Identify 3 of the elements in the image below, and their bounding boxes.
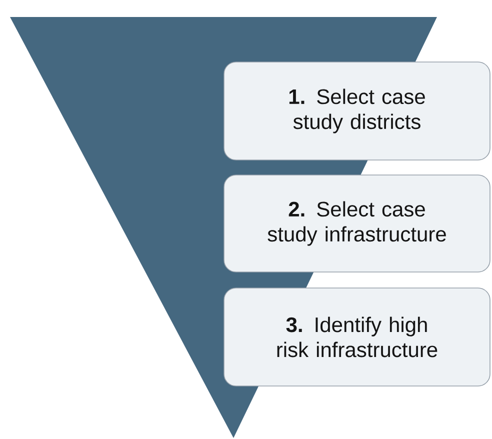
step-box: 1. Select case study districts xyxy=(224,62,490,160)
step-box: 3. Identify high risk infrastructure xyxy=(224,288,490,386)
step-box: 2. Select case study infrastructure xyxy=(224,174,490,272)
